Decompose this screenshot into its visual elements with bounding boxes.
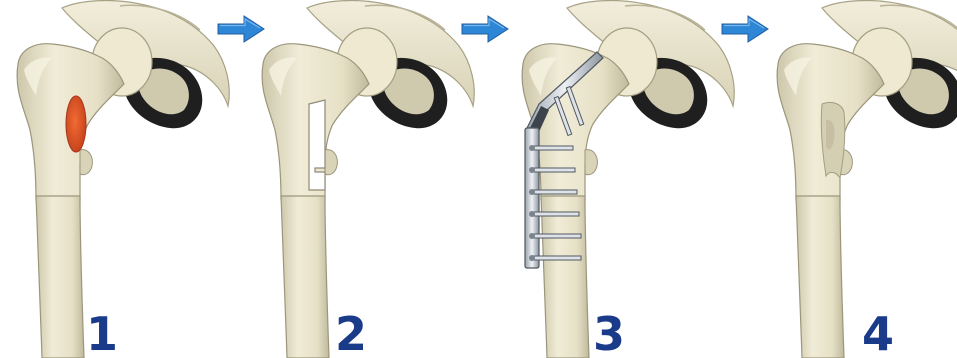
- step-number-2: 2: [335, 307, 367, 358]
- step-number-3: 3: [593, 307, 625, 358]
- step-number-4: 4: [862, 307, 894, 358]
- step-number-1: 1: [86, 307, 118, 358]
- panel-3-fixation: 3: [522, 1, 734, 358]
- right-arrow-icon: [462, 16, 508, 42]
- panel-2-excision: 2: [262, 1, 474, 358]
- panel-1-lesion: 1: [17, 1, 229, 358]
- panel-4-healed: 4: [777, 1, 957, 358]
- lesion-mark: [66, 96, 86, 152]
- right-arrow-icon: [722, 16, 768, 42]
- excision-cut: [309, 100, 325, 190]
- right-arrow-icon: [218, 16, 264, 42]
